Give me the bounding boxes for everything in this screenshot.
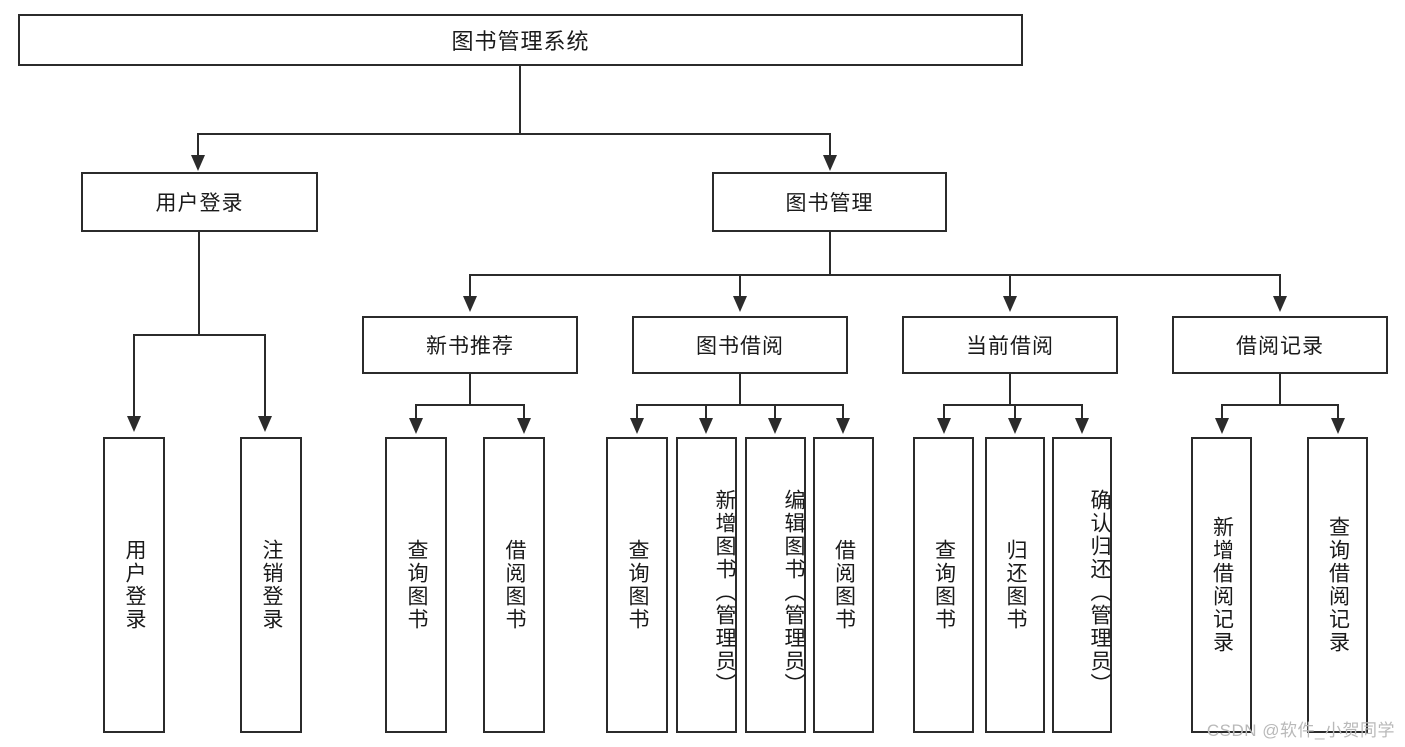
leaf-book-borrow-edit-book-admin[interactable]: 编辑图书（管理员） — [745, 437, 806, 733]
leaf-user-login[interactable]: 用户登录 — [103, 437, 165, 733]
edge-current-borrow-bus — [943, 404, 1082, 406]
leaf-book-borrow-add-book-admin[interactable]: 新增图书（管理员） — [676, 437, 737, 733]
arrow-book-mgmt-to-book-borrow — [733, 296, 747, 312]
arrow-book-borrow-to-leaf-3 — [836, 418, 850, 434]
leaf-book-borrow-query-book[interactable]: 查询图书 — [606, 437, 668, 733]
edge-user-login-stem — [198, 232, 200, 336]
edge-root-to-book-mgmt — [829, 133, 831, 157]
arrow-current-borrow-to-leaf-1 — [1008, 418, 1022, 434]
leaf-book-borrow-borrow-book[interactable]: 借阅图书 — [813, 437, 874, 733]
node-user-login[interactable]: 用户登录 — [81, 172, 318, 232]
edge-new-book-bus — [415, 404, 525, 406]
edge-new-book-to-leaf-0 — [415, 404, 417, 420]
edge-book-borrow-to-leaf-2 — [774, 404, 776, 420]
edge-book-mgmt-to-current-borrow — [1009, 274, 1011, 298]
edge-book-borrow-to-leaf-1 — [705, 404, 707, 420]
arrow-borrow-record-to-leaf-0 — [1215, 418, 1229, 434]
arrow-new-book-to-leaf-1 — [517, 418, 531, 434]
edge-book-mgmt-to-borrow-record — [1279, 274, 1281, 298]
edge-book-mgmt-bus — [469, 274, 1281, 276]
arrow-book-borrow-to-leaf-0 — [630, 418, 644, 434]
arrow-book-borrow-to-leaf-2 — [768, 418, 782, 434]
node-borrow-record[interactable]: 借阅记录 — [1172, 316, 1388, 374]
arrow-root-to-book-mgmt — [823, 155, 837, 171]
node-new-book-recommend[interactable]: 新书推荐 — [362, 316, 578, 374]
arrow-borrow-record-to-leaf-1 — [1331, 418, 1345, 434]
edge-book-borrow-to-leaf-3 — [842, 404, 844, 420]
edge-borrow-record-bus — [1221, 404, 1339, 406]
arrow-root-to-user-login — [191, 155, 205, 171]
edge-root-stem — [519, 66, 521, 134]
arrow-current-borrow-to-leaf-0 — [937, 418, 951, 434]
leaf-user-logout[interactable]: 注销登录 — [240, 437, 302, 733]
edge-root-to-user-login — [197, 133, 199, 157]
arrow-book-mgmt-to-new-book — [463, 296, 477, 312]
edge-current-borrow-to-leaf-2 — [1081, 404, 1083, 420]
arrow-book-mgmt-to-current-borrow — [1003, 296, 1017, 312]
edge-borrow-record-stem — [1279, 374, 1281, 406]
leaf-borrow-record-query-record[interactable]: 查询借阅记录 — [1307, 437, 1368, 733]
edge-current-borrow-stem — [1009, 374, 1011, 406]
edge-root-bus — [197, 133, 831, 135]
arrow-current-borrow-to-leaf-2 — [1075, 418, 1089, 434]
node-book-borrow[interactable]: 图书借阅 — [632, 316, 848, 374]
leaf-new-book-borrow-book[interactable]: 借阅图书 — [483, 437, 545, 733]
edge-book-mgmt-stem — [829, 232, 831, 276]
leaf-current-borrow-confirm-return-admin[interactable]: 确认归还（管理员） — [1052, 437, 1112, 733]
edge-book-mgmt-to-book-borrow — [739, 274, 741, 298]
edge-book-borrow-to-leaf-0 — [636, 404, 638, 420]
leaf-current-borrow-return-book[interactable]: 归还图书 — [985, 437, 1045, 733]
edge-book-borrow-bus — [636, 404, 844, 406]
edge-new-book-to-leaf-1 — [523, 404, 525, 420]
edge-current-borrow-to-leaf-0 — [943, 404, 945, 420]
edge-book-mgmt-to-new-book — [469, 274, 471, 298]
edge-user-login-to-leaf-0 — [133, 334, 135, 418]
arrow-user-login-to-leaf-0 — [127, 416, 141, 432]
node-root-system[interactable]: 图书管理系统 — [18, 14, 1023, 66]
edge-user-login-bus — [133, 334, 266, 336]
leaf-current-borrow-query-book[interactable]: 查询图书 — [913, 437, 974, 733]
arrow-user-login-to-leaf-1 — [258, 416, 272, 432]
node-current-borrow[interactable]: 当前借阅 — [902, 316, 1118, 374]
edge-new-book-stem — [469, 374, 471, 406]
edge-borrow-record-to-leaf-0 — [1221, 404, 1223, 420]
leaf-new-book-query-book[interactable]: 查询图书 — [385, 437, 447, 733]
edge-book-borrow-stem — [739, 374, 741, 406]
edge-borrow-record-to-leaf-1 — [1337, 404, 1339, 420]
leaf-borrow-record-add-record[interactable]: 新增借阅记录 — [1191, 437, 1252, 733]
csdn-watermark: CSDN @软件_小贺同学 — [1206, 721, 1395, 740]
arrow-new-book-to-leaf-0 — [409, 418, 423, 434]
arrow-book-mgmt-to-borrow-record — [1273, 296, 1287, 312]
node-book-management[interactable]: 图书管理 — [712, 172, 947, 232]
arrow-book-borrow-to-leaf-1 — [699, 418, 713, 434]
edge-user-login-to-leaf-1 — [264, 334, 266, 418]
edge-current-borrow-to-leaf-1 — [1014, 404, 1016, 420]
